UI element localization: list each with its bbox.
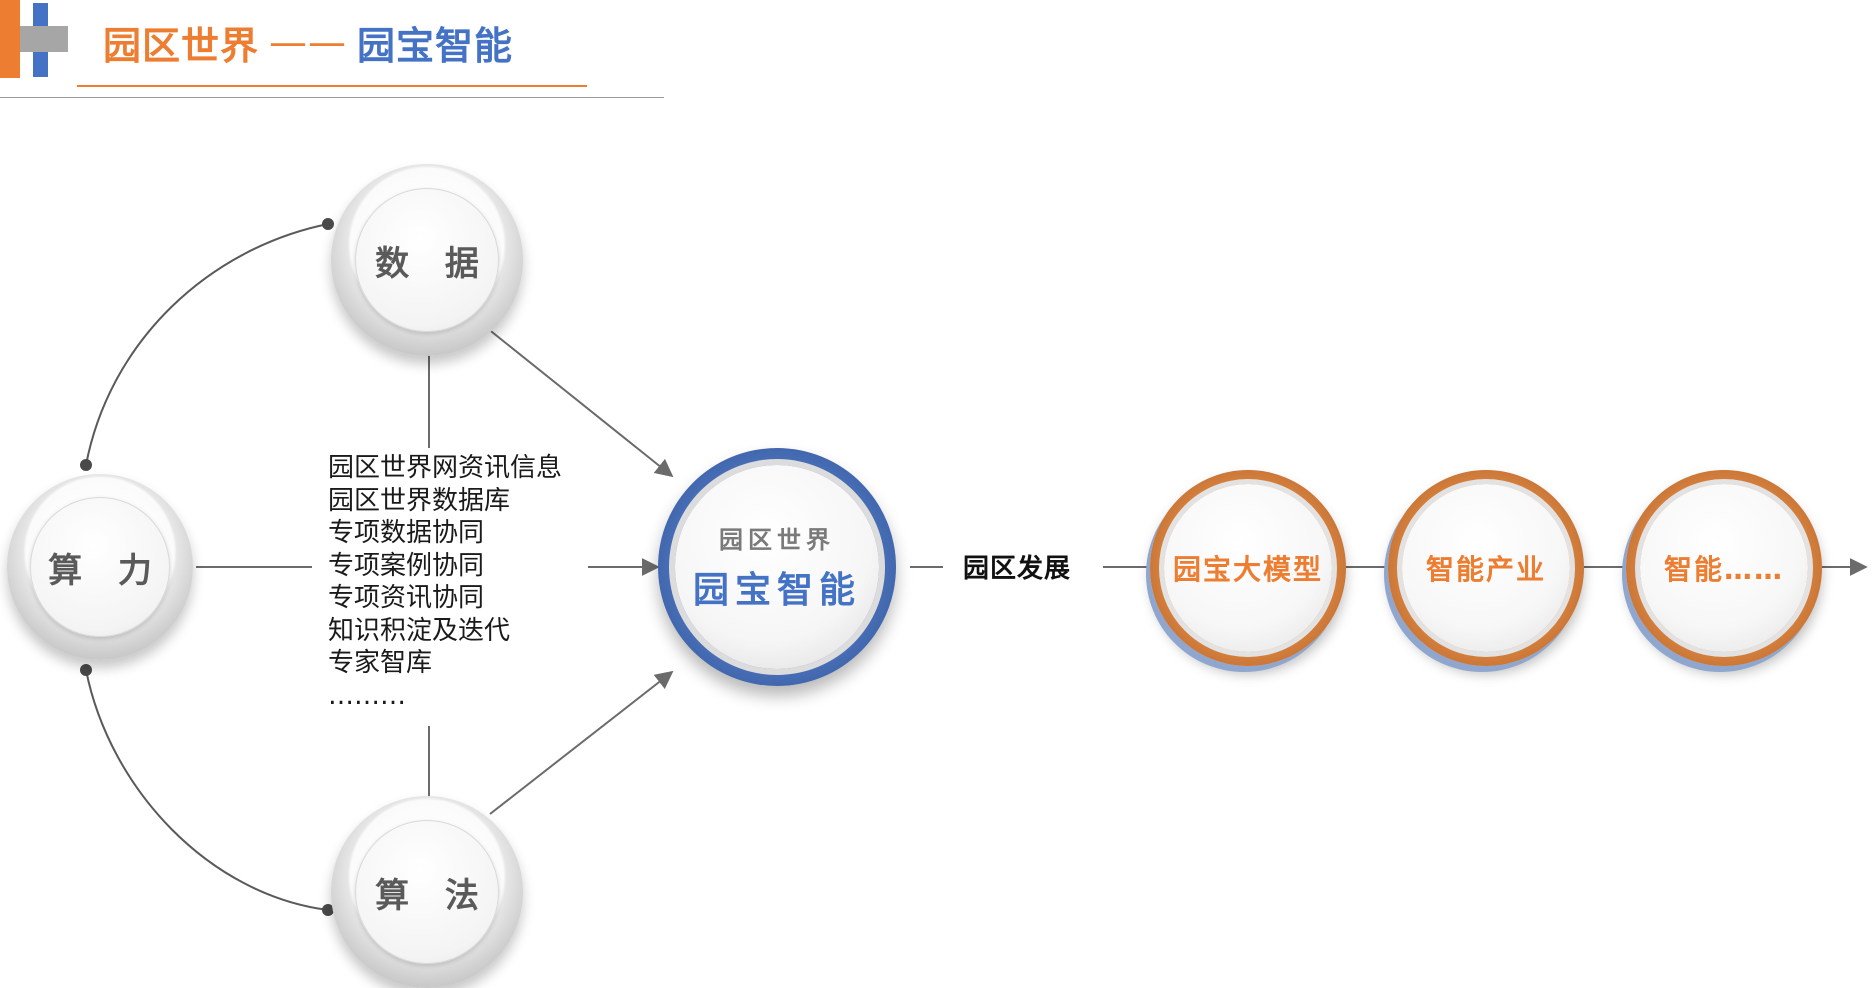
development-label: 园区发展 — [963, 554, 1072, 584]
node-data: 数 据 — [331, 164, 523, 356]
logo-icon — [0, 0, 68, 78]
arrow-algorithm-to-center — [489, 670, 674, 815]
list-item: 园区世界数据库 — [328, 485, 511, 516]
stage-2: 智能产业 — [1388, 470, 1584, 666]
node-algorithm: 算 法 — [331, 796, 523, 988]
title-underline-gray — [0, 97, 664, 98]
list-item: 专项案例协同 — [328, 550, 485, 581]
list-item: 专项数据协同 — [328, 518, 485, 548]
title-right: 园宝智能 — [357, 23, 514, 68]
stage-2-label: 智能产业 — [1425, 552, 1546, 586]
arc-dot — [322, 904, 334, 916]
page-title: 园区世界 —— 园宝智能 — [103, 14, 513, 70]
title-dash: —— — [269, 20, 348, 64]
arc-dot — [80, 459, 92, 471]
node-data-label: 数 据 — [375, 243, 491, 284]
node-compute: 算 力 — [7, 474, 193, 660]
list-item: 知识积淀及迭代 — [328, 615, 511, 646]
center-sub-label: 园区世界 — [718, 526, 835, 555]
list-item: 专项资讯协同 — [328, 583, 485, 613]
stage-3-label: 智能…… — [1663, 552, 1784, 586]
stage-3: 智能…… — [1626, 470, 1822, 666]
resource-list: 园区世界网资讯信息 园区世界数据库 专项数据协同 专项案例协同 专项资讯协同 知… — [328, 452, 562, 712]
list-item: 园区世界网资讯信息 — [328, 453, 563, 483]
list-item: ……… — [328, 680, 406, 711]
stage-1: 园宝大模型 — [1150, 470, 1346, 666]
arc-compute-to-algorithm — [85, 669, 329, 911]
title-left: 园区世界 — [103, 23, 260, 68]
arrow-data-to-center — [486, 327, 674, 478]
node-center: 园区世界 园宝智能 — [658, 448, 896, 686]
node-algorithm-label: 算 法 — [375, 875, 491, 916]
center-main-label: 园宝智能 — [692, 570, 861, 612]
arc-dot — [80, 664, 92, 676]
title-underline-orange — [77, 85, 587, 87]
stage-1-label: 园宝大模型 — [1172, 552, 1323, 586]
node-compute-label: 算 力 — [48, 550, 164, 591]
arc-dot — [322, 218, 334, 230]
list-item: 专家智库 — [328, 648, 433, 678]
arc-compute-to-data — [85, 223, 329, 466]
